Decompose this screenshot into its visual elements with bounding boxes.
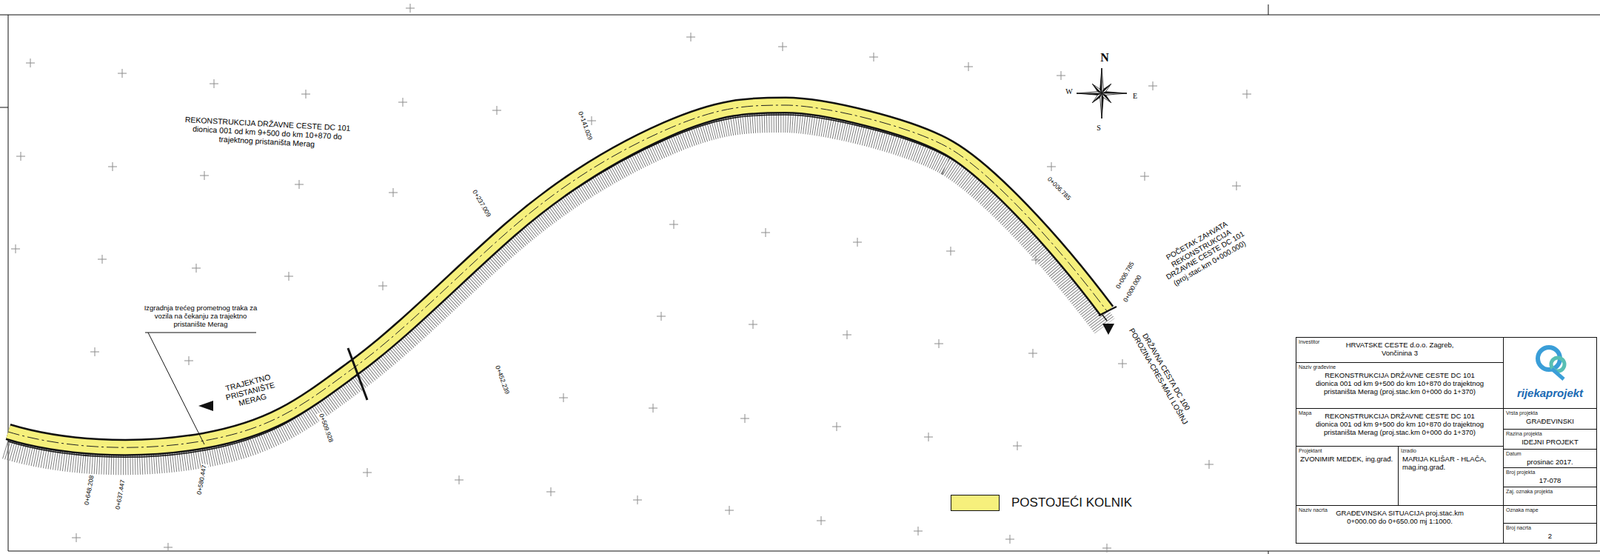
cell-heading: Izradio	[1398, 446, 1504, 455]
compass-point	[1101, 93, 1127, 95]
plan-note: TRAJEKTNO PRISTANIŠTE MERAG	[214, 369, 286, 413]
cell-value: GRAĐEVINSKA SITUACIJA proj.stac.km 0+000…	[1329, 505, 1471, 526]
cell-heading: Mapa	[1298, 410, 1312, 417]
cell-value: REKONSTRUKCIJA DRŽAVNE CESTE DC 101 dion…	[1312, 370, 1487, 397]
title-block-cell: Investitor HRVATSKE CESTE d.o.o. Zagreb, …	[1295, 336, 1504, 363]
cell-value: prosinac 2017.	[1505, 457, 1595, 467]
compass-point	[1100, 93, 1102, 119]
road-axis	[8, 105, 1107, 448]
sheet-frame	[0, 4, 1600, 554]
title-block-cell: Zaj. oznaka projekta	[1503, 486, 1598, 506]
station-label: 0+580.447	[195, 462, 209, 497]
station-label: 0+237.009	[470, 187, 494, 220]
start-bar	[1098, 306, 1117, 316]
frame-line	[8, 14, 9, 551]
frame-tick	[0, 107, 9, 109]
compass-letter: W	[1063, 87, 1074, 97]
cell-heading: Datum	[1503, 449, 1597, 458]
cell-value: HRVATSKE CESTE d.o.o. Zagreb, Vončinina …	[1344, 337, 1456, 358]
leader-underline	[145, 332, 257, 334]
leader-line	[148, 332, 205, 445]
cell-heading: Naziv nacrta	[1298, 507, 1328, 514]
slope-hatching	[5, 119, 1105, 463]
compass-letter: S	[1095, 123, 1103, 133]
plan-note: DRŽAVNA CESTA DC 100 POROZINA-CRES-MALI …	[1121, 312, 1203, 437]
cell-value: IDEJNI PROJEKT	[1505, 437, 1595, 447]
title-block-cell: Naziv građevineREKONSTRUKCIJA DRŽAVNE CE…	[1295, 362, 1504, 409]
station-label: 0+141.029	[576, 108, 594, 143]
title-block-cell: IzradioMARIJA KLIŠAR - HLAČA, mag.ing.gr…	[1397, 445, 1504, 506]
cell-heading: Broj projekta	[1503, 467, 1597, 477]
section-line	[347, 347, 368, 400]
company-logo-icon	[1537, 347, 1565, 380]
title-block-cell: Naziv nacrtaGRAĐEVINSKA SITUACIJA proj.s…	[1295, 504, 1504, 544]
cell-value: ZVONIMIR MEDEK, ing.građ.	[1300, 454, 1397, 464]
compass-letter: N	[1098, 51, 1111, 65]
title-block-cell: Broj nacrta2	[1503, 522, 1598, 544]
cell-heading: Razina projekta	[1503, 429, 1597, 438]
plan-note: POČETAK ZAHVATA REKONSTRUKCIJA DRŽAVNE C…	[1148, 210, 1258, 294]
legend-text: POSTOJEĆI KOLNIK	[1011, 495, 1133, 511]
company-logo-text: rijekaprojekt	[1503, 386, 1597, 400]
cell-heading: Investitor	[1298, 339, 1320, 346]
title-block-cell: ProjektantZVONIMIR MEDEK, ing.građ.	[1295, 445, 1399, 506]
cell-value: MARIJA KLIŠAR - HLAČA, mag.ing.građ.	[1402, 454, 1504, 472]
station-label: 0+637.447	[114, 477, 127, 511]
cell-heading: Projektant	[1296, 446, 1398, 455]
station-label: 0+006.785	[1044, 174, 1073, 203]
existing-pavement	[8, 105, 1107, 448]
frame-line	[0, 14, 1600, 16]
logo-tail	[1551, 368, 1564, 380]
station-label: 0+648.208	[82, 473, 96, 507]
cell-heading: Naziv građevine	[1296, 362, 1504, 371]
road	[5, 105, 1107, 463]
cell-heading: Broj nacrta	[1503, 523, 1597, 532]
frame-line	[8, 550, 1600, 552]
frame-tick	[1268, 550, 1270, 554]
legend-swatch	[950, 494, 1000, 511]
north-arrow	[1076, 68, 1127, 119]
cell-value: 17-078	[1505, 476, 1595, 485]
station-label: 0+509.928	[316, 410, 335, 445]
compass-point	[1076, 91, 1102, 94]
cell-heading: Vrsta projekta	[1503, 408, 1597, 417]
road-edge-line	[8, 114, 1107, 457]
title-block-cell: rijekaprojekt	[1503, 336, 1598, 409]
direction-triangle	[1102, 323, 1115, 335]
title-block-cell: MapaREKONSTRUKCIJA DRŽAVNE CESTE DC 101 …	[1295, 407, 1504, 447]
title-block-cell: Razina projektaIDEJNI PROJEKT	[1503, 428, 1598, 450]
frame-tick	[1268, 4, 1270, 15]
plan-note: Izgradnja trećeg prometnog traka za vozi…	[136, 304, 266, 329]
direction-triangle	[198, 400, 214, 411]
compass-point	[1101, 68, 1104, 94]
title-block-cell: Datumprosinac 2017.	[1503, 448, 1598, 468]
plan-note: REKONSTRUKCIJA DRŽAVNE CESTE DC 101 dion…	[172, 114, 363, 151]
cell-value: REKONSTRUKCIJA DRŽAVNE CESTE DC 101 dion…	[1312, 408, 1487, 437]
cell-value: GRAĐEVINSKI	[1505, 416, 1595, 426]
title-block-cell: Vrsta projektaGRAĐEVINSKI	[1503, 407, 1598, 430]
title-block-cell: Broj projekta17-078	[1503, 467, 1598, 488]
road-outline	[8, 105, 1107, 448]
cell-value: 2	[1505, 531, 1595, 541]
compass-letter: E	[1131, 91, 1139, 101]
cell-heading: Oznaka mape	[1503, 505, 1597, 514]
cell-heading: Zaj. oznaka projekta	[1503, 487, 1597, 496]
title-block-cell: Oznaka mape	[1503, 504, 1598, 524]
station-label: 0+452.239	[493, 362, 511, 397]
